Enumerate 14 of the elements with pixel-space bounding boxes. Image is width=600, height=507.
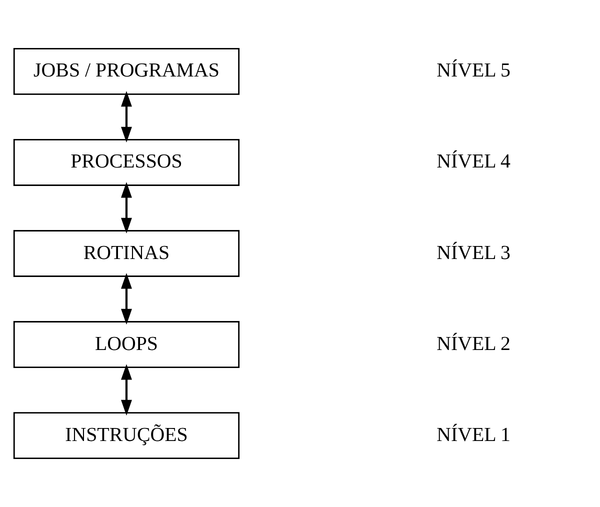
label: NÍVEL 1 bbox=[436, 424, 510, 446]
node-box: LOOPS bbox=[13, 321, 240, 368]
node-box: PROCESSOS bbox=[13, 139, 240, 186]
arrow bbox=[120, 182, 132, 234]
node-box: ROTINAS bbox=[13, 230, 240, 277]
node-box: INSTRUÇÕES bbox=[13, 412, 240, 460]
label: NÍVEL 4 bbox=[436, 150, 510, 173]
label: NÍVEL 2 bbox=[436, 332, 510, 355]
label: NÍVEL 5 bbox=[436, 60, 510, 82]
arrow bbox=[120, 364, 132, 416]
arrow bbox=[121, 90, 132, 143]
node-box: JOBS / PROGRAMAS bbox=[13, 48, 240, 95]
arrow bbox=[121, 273, 132, 325]
label: NÍVEL 3 bbox=[436, 242, 510, 264]
